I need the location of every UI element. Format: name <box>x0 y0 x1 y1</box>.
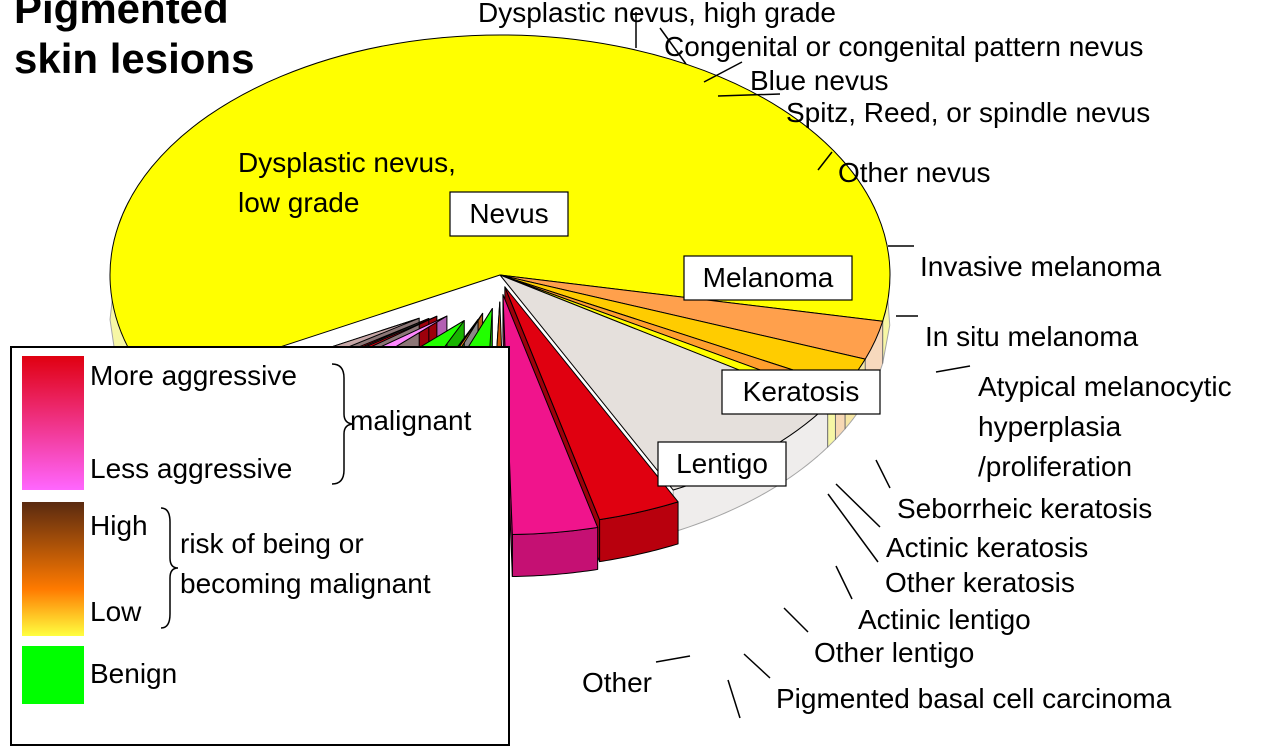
label-other: Other <box>582 667 652 698</box>
slice-in-situ-melanoma <box>502 294 599 536</box>
title-line-2: skin lesions <box>14 35 255 82</box>
label-congenital-or-congenital-pattern-nevus: Congenital or congenital pattern nevus <box>664 31 1143 62</box>
leader-other-keratosis <box>827 493 879 563</box>
label-pigmented-basal-cell-carcinoma: Pigmented basal cell carcinoma <box>776 683 1172 714</box>
title-line-1: Pigmented <box>14 0 229 32</box>
legend: More aggressive Less aggressive malignan… <box>10 346 510 746</box>
chart-title: Pigmented skin lesions <box>14 0 254 84</box>
leader-actinic-keratosis <box>835 483 881 528</box>
group-box-melanoma <box>683 255 853 301</box>
legend-more-aggressive: More aggressive <box>90 360 297 391</box>
legend-malignant-label: malignant <box>350 405 472 436</box>
legend-risk-label-line-2: becoming malignant <box>180 568 431 599</box>
leader-congenital-or-congenital-pattern-nevus <box>659 27 687 65</box>
label-other-nevus: Other nevus <box>838 157 991 188</box>
leader-other <box>655 655 691 663</box>
leader-actinic-lentigo <box>835 565 853 600</box>
group-box-nevus <box>449 191 569 237</box>
group-box-keratosis <box>721 369 881 415</box>
legend-risk-label-line-1: risk of being or <box>180 528 364 559</box>
label-actinic-lentigo: Actinic lentigo <box>858 604 1031 635</box>
slice-invasive-melanoma <box>504 286 679 521</box>
legend-less-aggressive: Less aggressive <box>90 453 293 484</box>
group-label-nevus: Nevus <box>469 198 548 229</box>
legend-malignant-swatch <box>22 356 84 490</box>
legend-risk-swatch <box>22 502 84 636</box>
label-spitz-reed-or-spindle-nevus: Spitz, Reed, or spindle nevus <box>786 97 1150 128</box>
slice-labels: Dysplastic nevus,low grade Dysplastic nev… <box>238 0 1232 719</box>
label-dysplastic-nevus-high-grade: Dysplastic nevus, high grade <box>478 0 836 28</box>
legend-benign-label: Benign <box>90 658 178 689</box>
label-other-keratosis: Other keratosis <box>885 567 1075 598</box>
leader-pigmented-basal-cell-carcinoma <box>743 653 771 679</box>
leader-other-lentigo <box>783 607 809 633</box>
label-invasive-melanoma: Invasive melanoma <box>920 251 1162 282</box>
leader-spitz-reed-or-spindle-nevus <box>717 93 781 97</box>
label-blue-nevus: Blue nevus <box>750 65 889 96</box>
label-other-lentigo: Other lentigo <box>814 637 974 668</box>
group-label-melanoma: Melanoma <box>703 262 834 293</box>
leader-blue-nevus <box>703 61 743 83</box>
group-box-lentigo <box>657 441 787 487</box>
leader-atypical-melanocytic-hyperplasia-proliferation <box>935 365 971 373</box>
legend-high: High <box>90 510 148 541</box>
leader-other-nevus <box>817 151 833 171</box>
group-label-keratosis: Keratosis <box>743 376 860 407</box>
legend-low: Low <box>90 596 142 627</box>
legend-benign-swatch <box>22 646 84 704</box>
slice-side-in-situ-melanoma <box>511 526 599 578</box>
legend-risk-brace <box>160 507 179 629</box>
label-dysplastic-nevus-low-grade: Dysplastic nevus,low grade <box>238 147 456 218</box>
group-label-lentigo: Lentigo <box>676 448 768 479</box>
leader-seborrheic-keratosis <box>875 459 891 489</box>
label-seborrheic-keratosis: Seborrheic keratosis <box>897 493 1152 524</box>
legend-malignant-brace <box>331 363 355 485</box>
label-in-situ-melanoma: In situ melanoma <box>925 321 1139 352</box>
label-actinic-keratosis: Actinic keratosis <box>886 532 1088 563</box>
leader-pigmented-squamous-cell-carcinoma <box>727 679 741 719</box>
